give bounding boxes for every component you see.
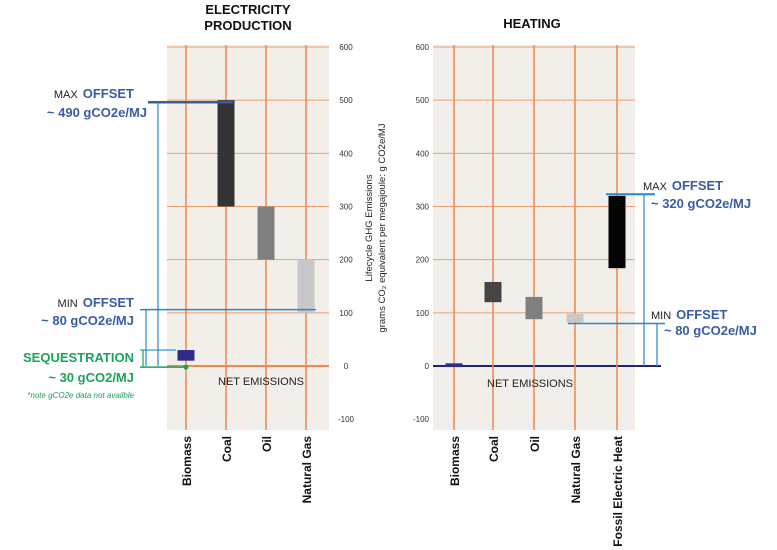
electricity-tick-500: 500	[339, 96, 353, 105]
y-axis-label-line2: grams CO₂ equivalent per megajoule: g CO…	[377, 123, 388, 332]
electricity-category-label-coal: Coal	[220, 436, 234, 462]
heating-bar-coal	[484, 281, 502, 303]
electricity-max-offset-word: OFFSET	[83, 86, 134, 101]
heating-bar-biomass	[445, 363, 463, 368]
y-axis-label: Lifecycle GHG Emissions grams CO₂ equiva…	[364, 123, 388, 332]
heating-tick-100: 100	[416, 309, 430, 318]
heating-bar-oil	[525, 296, 543, 320]
electricity-gridlines	[167, 46, 329, 367]
y-axis-label-line1: Lifecycle GHG Emissions	[364, 174, 375, 281]
heating-tick-600: 600	[416, 43, 430, 52]
electricity-bar-natural-gas	[297, 259, 315, 313]
electricity-category-label-natural-gas: Natural Gas	[300, 436, 314, 504]
electricity-y-ticks: 600 500 400 300 200 100 0 -100	[338, 43, 355, 424]
heating-net-emissions-label: NET EMISSIONS	[487, 378, 573, 390]
heating-y-ticks: 600 500 400 300 200 100 0 -100	[413, 43, 430, 424]
heating-min-offset-value: ~ 80 gCO2e/MJ	[664, 323, 757, 338]
electricity-category-label-oil: Oil	[260, 436, 274, 452]
heating-tick-neg100: -100	[413, 415, 430, 424]
heating-category-label-fossil-electric-heat: Fossil Electric Heat	[611, 436, 625, 547]
heating-category-label-coal: Coal	[487, 436, 501, 462]
heating-tick-300: 300	[416, 203, 430, 212]
heating-category-label-biomass: Biomass	[448, 436, 462, 486]
heating-bar-fossil-electric-heat	[608, 195, 626, 269]
electricity-max-offset-value: ~ 490 gCO2e/MJ	[47, 105, 147, 120]
heating-tick-200: 200	[416, 256, 430, 265]
electricity-bar-oil	[257, 206, 275, 260]
heating-category-label-oil: Oil	[528, 436, 542, 452]
heating-tick-400: 400	[416, 149, 430, 158]
electricity-sequestration-endpoint	[183, 364, 189, 370]
electricity-min-offset-word: OFFSET	[83, 295, 134, 310]
electricity-tick-600: 600	[339, 43, 353, 52]
electricity-min-offset-value: ~ 80 gCO2e/MJ	[41, 313, 134, 328]
electricity-tick-300: 300	[339, 203, 353, 212]
heating-min-offset-word: OFFSET	[676, 307, 727, 322]
electricity-bar-coal	[217, 100, 235, 207]
electricity-net-emissions-label: NET EMISSIONS	[218, 376, 304, 388]
heating-bars	[445, 195, 626, 368]
heating-max-prefix: MAX	[643, 181, 668, 193]
heating-tick-0: 0	[425, 362, 430, 371]
electricity-tick-100: 100	[339, 309, 353, 318]
electricity-title-line1: ELECTRICITY	[205, 2, 291, 17]
sequestration-note: *note gCO2e data not availble	[27, 391, 134, 400]
heating-bar-natural-gas	[566, 313, 584, 323]
electricity-tick-neg100: -100	[338, 415, 355, 424]
sequestration-label: SEQUESTRATION	[23, 350, 134, 365]
electricity-bar-biomass	[177, 350, 195, 361]
electricity-tick-200: 200	[339, 256, 353, 265]
electricity-category-labels: Biomass Coal Oil Natural Gas	[180, 436, 314, 504]
sequestration-value: ~ 30 gCO2/MJ	[48, 370, 134, 385]
heating-category-label-natural-gas: Natural Gas	[569, 436, 583, 504]
electricity-category-label-biomass: Biomass	[180, 436, 194, 486]
heating-title: HEATING	[503, 16, 561, 31]
electricity-tick-400: 400	[339, 149, 353, 158]
electricity-bars	[177, 100, 315, 361]
electricity-title-line2: PRODUCTION	[204, 18, 291, 33]
electricity-max-prefix: MAX	[54, 89, 79, 101]
electricity-min-prefix: MIN	[58, 298, 78, 310]
heating-max-offset-value: ~ 320 gCO2e/MJ	[651, 196, 751, 211]
heating-tick-500: 500	[416, 96, 430, 105]
heating-panel: 600 500 400 300 200 100 0 -100 Biomass Coal Oil Na…	[413, 16, 757, 547]
heating-max-offset-word: OFFSET	[672, 178, 723, 193]
heating-min-prefix: MIN	[651, 310, 671, 322]
electricity-panel: 600 500 400 300 200 100 0 -100 Biomass Coal Oil Na…	[23, 2, 355, 503]
heating-category-labels: Biomass Coal Oil Natural Gas Fossil Electric…	[448, 436, 625, 547]
electricity-tick-0: 0	[344, 362, 349, 371]
